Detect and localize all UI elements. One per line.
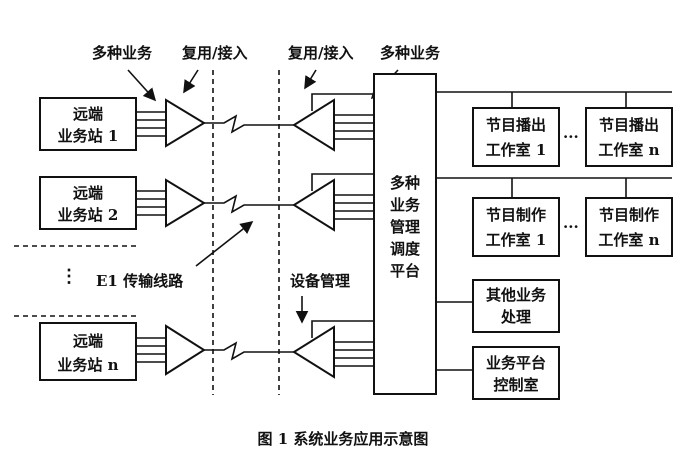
station-box-2 [39,176,137,230]
label-e1-line: E1 传输线路 [96,272,184,290]
arrow-mux-right [304,69,317,90]
control-room-line1: 业务平台 [486,354,546,372]
other-service-line1: 其他业务 [486,286,547,304]
studio-broadcast-n-line2: 工作室 n [598,141,659,159]
center-line-1: 多种 [390,174,420,192]
label-mux-access-right: 复用/接入 [287,44,353,62]
center-line-5: 平台 [390,262,420,280]
arrow-multi-service-left [127,69,157,102]
other-service-box [472,279,560,333]
control-room-box [472,346,560,400]
figure-caption: 图 1 系统业务应用示意图 [258,430,429,448]
studio-production-n-line2: 工作室 n [598,231,659,249]
station-row-1: 远端 业务站 1 [39,93,374,152]
studio-broadcast-n [585,107,673,167]
vertical-ellipsis: ⋮ [60,266,78,287]
studio-broadcast-1-line2: 工作室 1 [486,141,547,159]
mux-right-n [292,325,335,379]
studio-production-n [585,197,673,257]
station-n-line2: 业务站 n [57,356,118,374]
mux-left-2 [165,178,206,228]
studio-broadcast-1-line1: 节目播出 [486,116,546,134]
mux-right-1 [292,98,335,152]
studio-production-1-line2: 工作室 1 [486,231,547,249]
studio-ellipsis-top: ··· [563,128,579,146]
station-row-n: 远端 业务站 n [39,320,374,381]
center-line-3: 管理 [390,218,420,236]
station-box-n [39,322,137,381]
mux-right-2 [292,178,335,232]
station-box-1 [39,97,137,151]
mux-left-1 [165,98,206,148]
studio-production-1-line1: 节目制作 [486,206,546,224]
label-mux-access-left: 复用/接入 [181,44,247,62]
station-1-line2: 业务站 1 [58,127,119,145]
studio-production-n-line1: 节目制作 [599,206,659,224]
station-1-line1: 远端 [73,105,103,123]
e1-link-1 [204,114,296,134]
station-n-line1: 远端 [73,332,103,350]
studio-ellipsis-bottom: ··· [563,218,579,236]
e1-link-n [204,341,296,361]
station-2-line2: 业务站 2 [58,206,119,224]
label-device-mgmt: 设备管理 [290,272,350,290]
center-platform [373,73,437,395]
label-multi-service-left: 多种业务 [92,44,153,62]
station-row-2: 远端 业务站 2 [39,173,374,232]
studio-broadcast-1 [472,107,560,167]
e1-link-2 [204,194,296,214]
studio-production-1 [472,197,560,257]
station-2-line1: 远端 [73,184,103,202]
studio-broadcast-n-line1: 节目播出 [599,116,659,134]
center-line-4: 调度 [390,240,421,258]
control-room-line2: 控制室 [493,376,538,394]
other-service-line2: 处理 [500,308,531,326]
arrow-e1-line [195,221,254,267]
center-line-2: 业务 [390,196,421,214]
label-multi-service-right: 多种业务 [380,44,441,62]
arrow-mux-left [183,69,199,94]
mux-left-n [165,324,206,376]
